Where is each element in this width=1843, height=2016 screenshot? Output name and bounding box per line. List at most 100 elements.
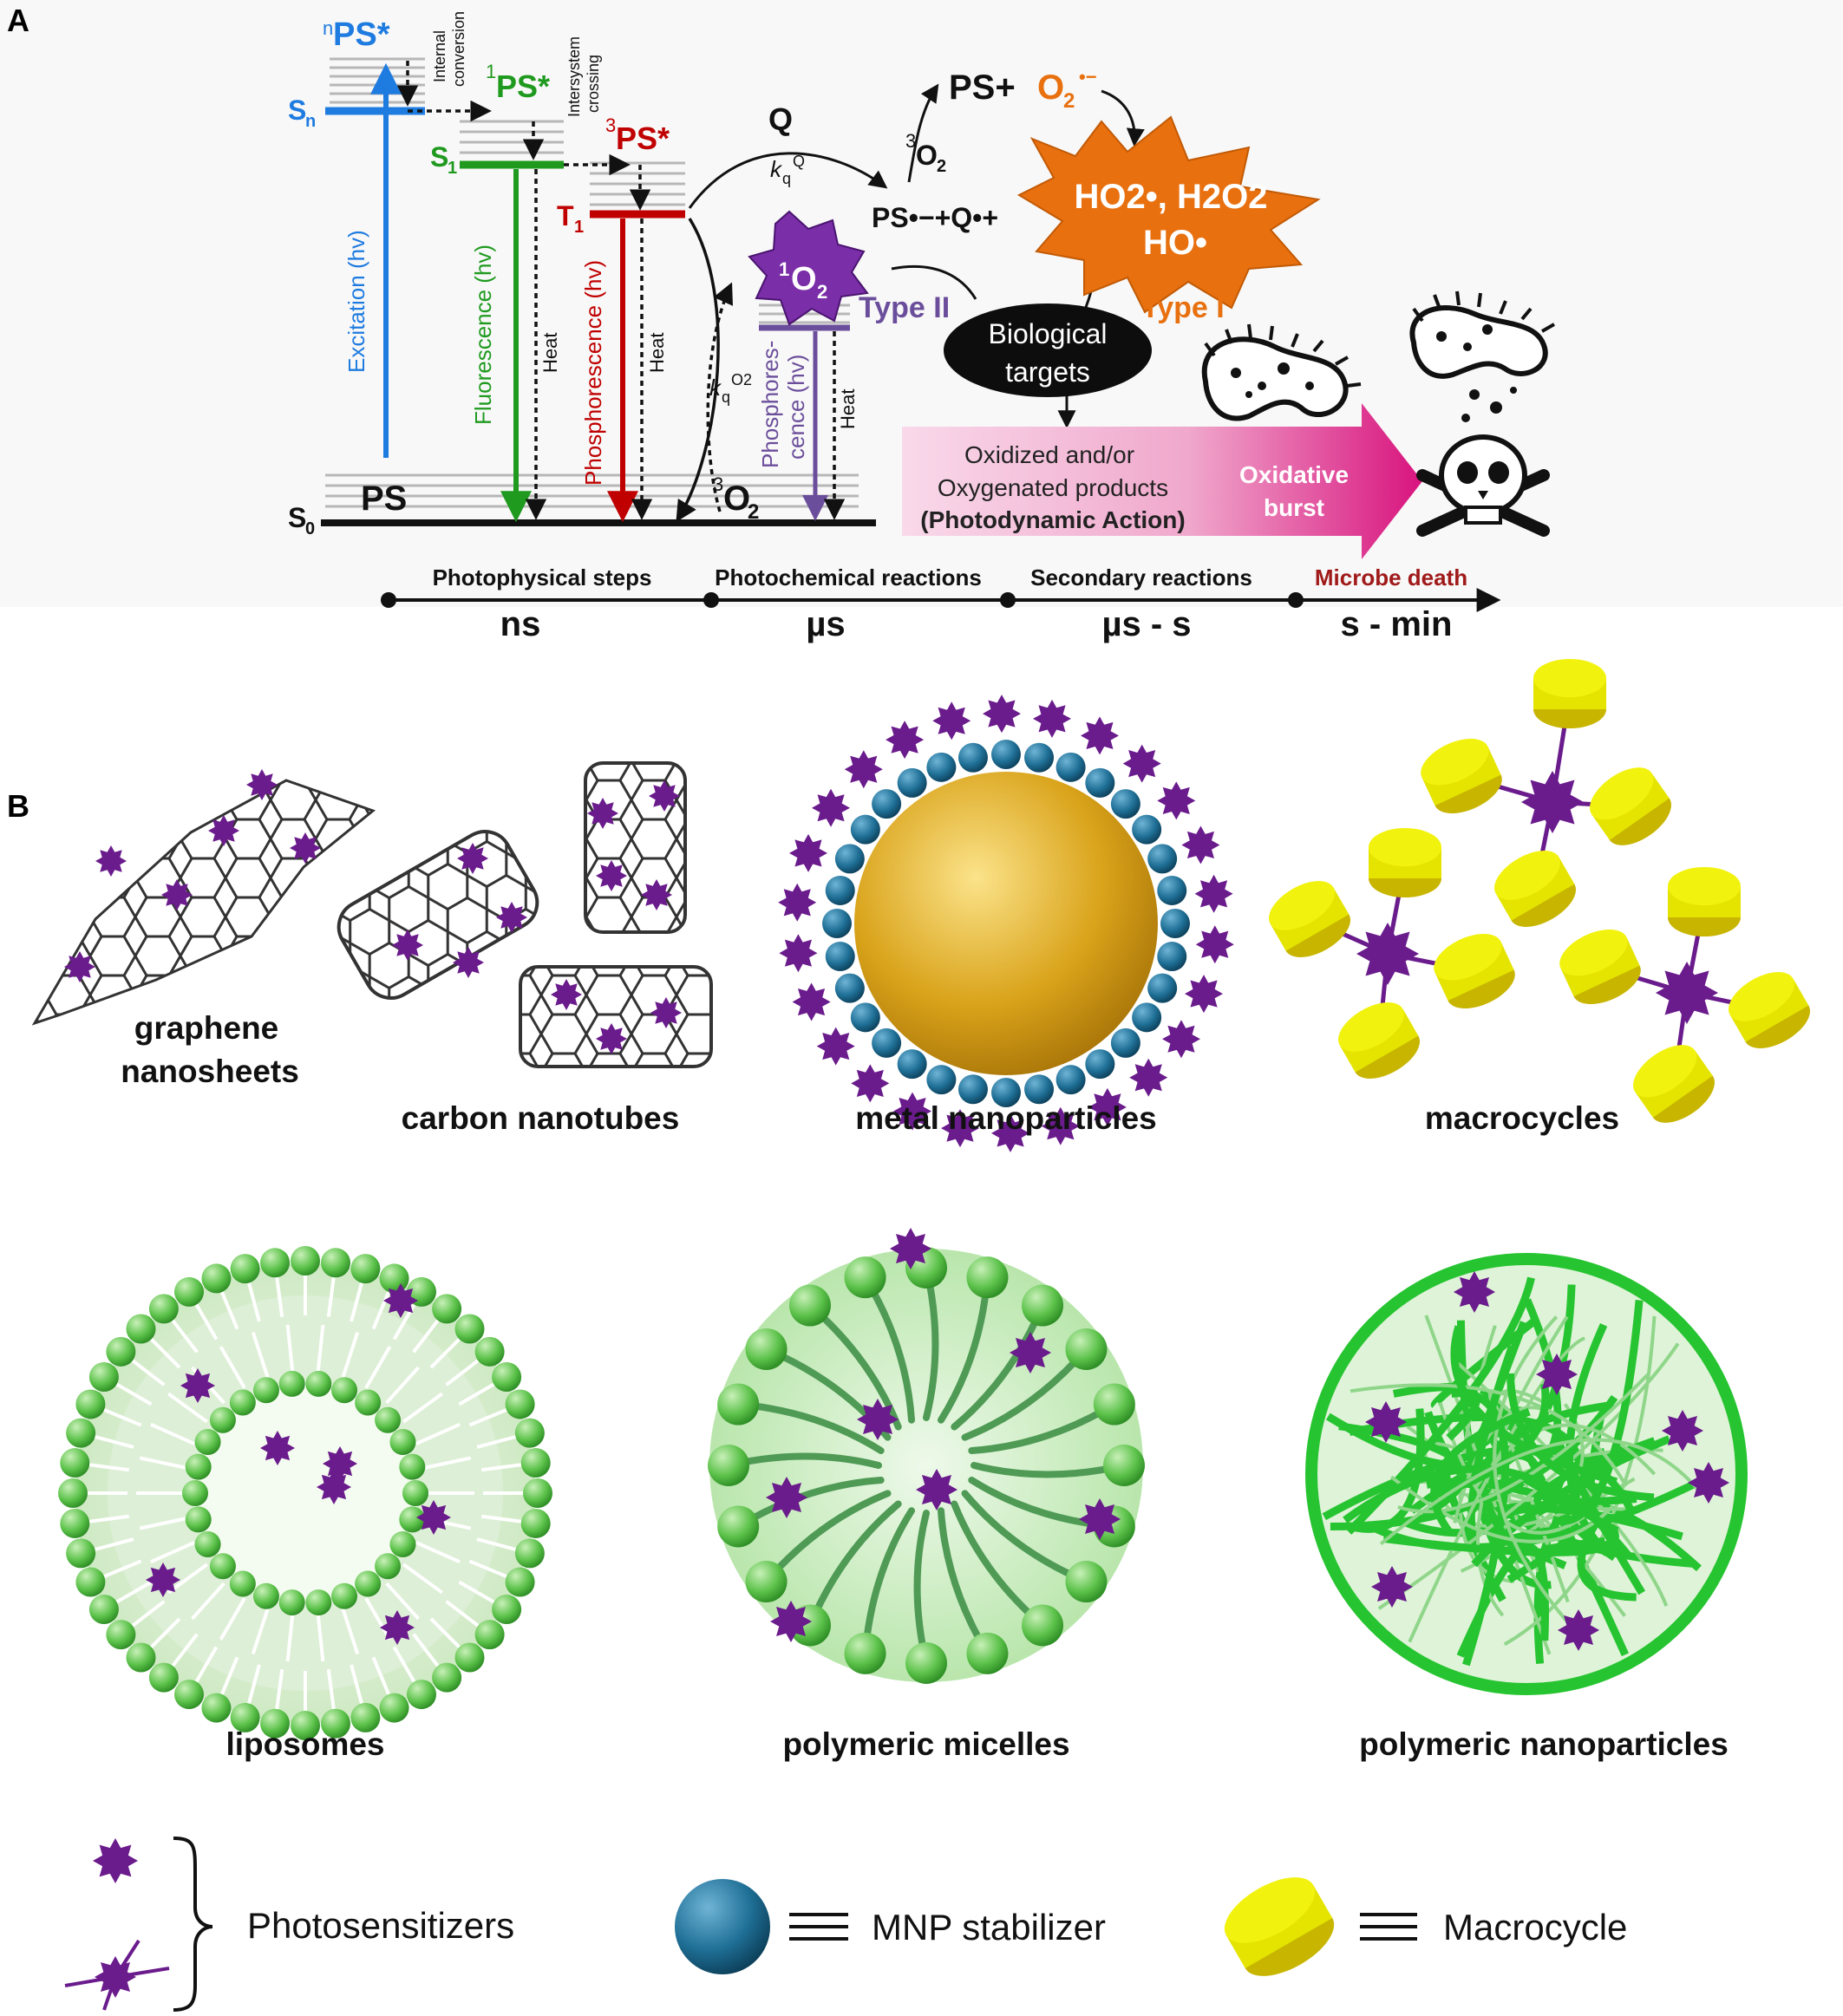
photosensitizer-icon [1662, 1410, 1703, 1452]
fluorescence-label: Fluorescence (hv) [470, 245, 496, 425]
type1-label: Type I [1141, 291, 1225, 324]
lipid-head [106, 1620, 136, 1650]
graphene-photosensitizers [64, 769, 321, 982]
lipid-tail [402, 1392, 443, 1424]
polymer-outline [1305, 1253, 1748, 1695]
timeline-time-1: ns [500, 605, 541, 643]
macrocycle-icon [1590, 767, 1671, 845]
npsstar-pre: n [323, 17, 333, 39]
lipid-head [432, 1294, 462, 1324]
lipid-head [520, 1508, 551, 1538]
legend-brace [173, 1837, 213, 2012]
products-line2: Oxygenated products [938, 474, 1168, 501]
photosensitizer-icon [941, 1109, 979, 1148]
lipid-head [320, 1708, 350, 1739]
phosphorescence-label: Phosphorescence (hv) [580, 260, 606, 486]
lipid-tail [468, 1559, 511, 1580]
lipid-head [355, 1389, 382, 1416]
lipid-head [126, 1642, 156, 1673]
stabilizer-bead [991, 1078, 1021, 1107]
photosensitizer-icon [416, 1500, 451, 1535]
photosensitizer-icon [766, 1477, 807, 1518]
lipid-head [454, 1642, 485, 1673]
stabilizer-bead [1024, 1074, 1055, 1105]
graphene-sheet [31, 779, 376, 1026]
hydrophilic-head [1065, 1561, 1108, 1603]
photosensitizer-icon [496, 902, 527, 933]
legend-mnp-label: MNP stabilizer [872, 1907, 1106, 1947]
hydrophilic-head [966, 1256, 1009, 1299]
photosensitizer-icon [890, 1228, 931, 1269]
photosensitizer-icon [1656, 962, 1718, 1024]
photosensitizer-icon [457, 843, 488, 874]
lipid-head [75, 1389, 106, 1419]
polymer-strand [1474, 1423, 1657, 1489]
stabilizer-bead [957, 1074, 988, 1105]
photosensitizer-icon [180, 1368, 215, 1403]
lipid-head [174, 1276, 204, 1307]
legend-mnp-icon [675, 1879, 770, 1974]
legend-macrocycle-label: Macrocycle [1443, 1907, 1627, 1947]
lipid-tail [128, 1357, 166, 1386]
lipid-head [75, 1567, 106, 1597]
polymer-strand [1379, 1438, 1702, 1546]
lipid-head [492, 1595, 522, 1624]
photosensitizer-icon [93, 1838, 138, 1883]
stabilizer-bead [1157, 875, 1187, 905]
lipid-tail [364, 1597, 392, 1641]
lipid-head [260, 1248, 291, 1278]
lipid-tail [350, 1664, 364, 1707]
polymer-strand [1540, 1536, 1621, 1554]
stabilizer-bead [1085, 1049, 1115, 1080]
lipid-tail [169, 1316, 199, 1354]
singlet-o2-subscript: 2 [817, 281, 827, 303]
lipid-head [148, 1294, 179, 1324]
photosensitizer-icon [649, 780, 680, 812]
photosensitizer-icon [1194, 874, 1233, 913]
s0-subscript: 0 [305, 519, 315, 538]
lipid-tail [91, 1434, 134, 1449]
photosensitizer-icon [1079, 1498, 1121, 1540]
timeline-time-2: µs [806, 605, 845, 643]
lipid-head [106, 1336, 136, 1367]
lipid-head [350, 1702, 381, 1732]
lipid-head [66, 1538, 96, 1569]
stabilizer-bead [926, 752, 957, 782]
carbon-nanotube-3 [519, 965, 713, 1068]
lipid-head [454, 1314, 485, 1344]
superoxide-label: O [1037, 69, 1064, 107]
hydrophilic-head [844, 1632, 886, 1674]
lipid-tail [285, 1324, 295, 1373]
stabilizer-bead [1110, 1028, 1140, 1058]
panel-b-label: B [7, 788, 29, 824]
stabilizer-bead [926, 1065, 957, 1095]
lipid-head [402, 1480, 428, 1506]
legend-mnp-equiv [789, 1913, 848, 1941]
biological-targets-line1: Biological [989, 318, 1108, 349]
photosensitizer-icon [983, 695, 1021, 734]
photosensitizer-icon [816, 1027, 855, 1066]
macrocycle-icon [1633, 1045, 1715, 1123]
lipid-tail [139, 1456, 187, 1470]
kq-q-k: k [770, 156, 783, 182]
lipid-head [209, 1406, 236, 1433]
polymer-strand [1450, 1389, 1510, 1667]
lipid-tail [341, 1608, 360, 1655]
photosensitizer-icon [95, 1956, 136, 1998]
lipid-tail [246, 1279, 261, 1322]
o2-triplet-label: O [723, 480, 750, 518]
npsstar-label: PS* [333, 16, 390, 53]
sn-label: S [288, 95, 306, 126]
lipid-head [126, 1314, 156, 1344]
photosensitizer-icon [1041, 1106, 1080, 1145]
stabilizer-bead [1147, 973, 1178, 1003]
lipid-head [66, 1418, 96, 1448]
burst-line1: Oxidative [1239, 461, 1349, 488]
phosphores-label-2: cence (hv) [783, 355, 809, 460]
biological-targets-ellipse [944, 303, 1152, 397]
stabilizer-bead [822, 909, 852, 938]
photosensitizer-icon [1185, 975, 1223, 1014]
photosensitizer-icon [161, 879, 193, 910]
lipid-tail [392, 1646, 418, 1686]
graphene-label-2: nanosheets [121, 1054, 299, 1089]
